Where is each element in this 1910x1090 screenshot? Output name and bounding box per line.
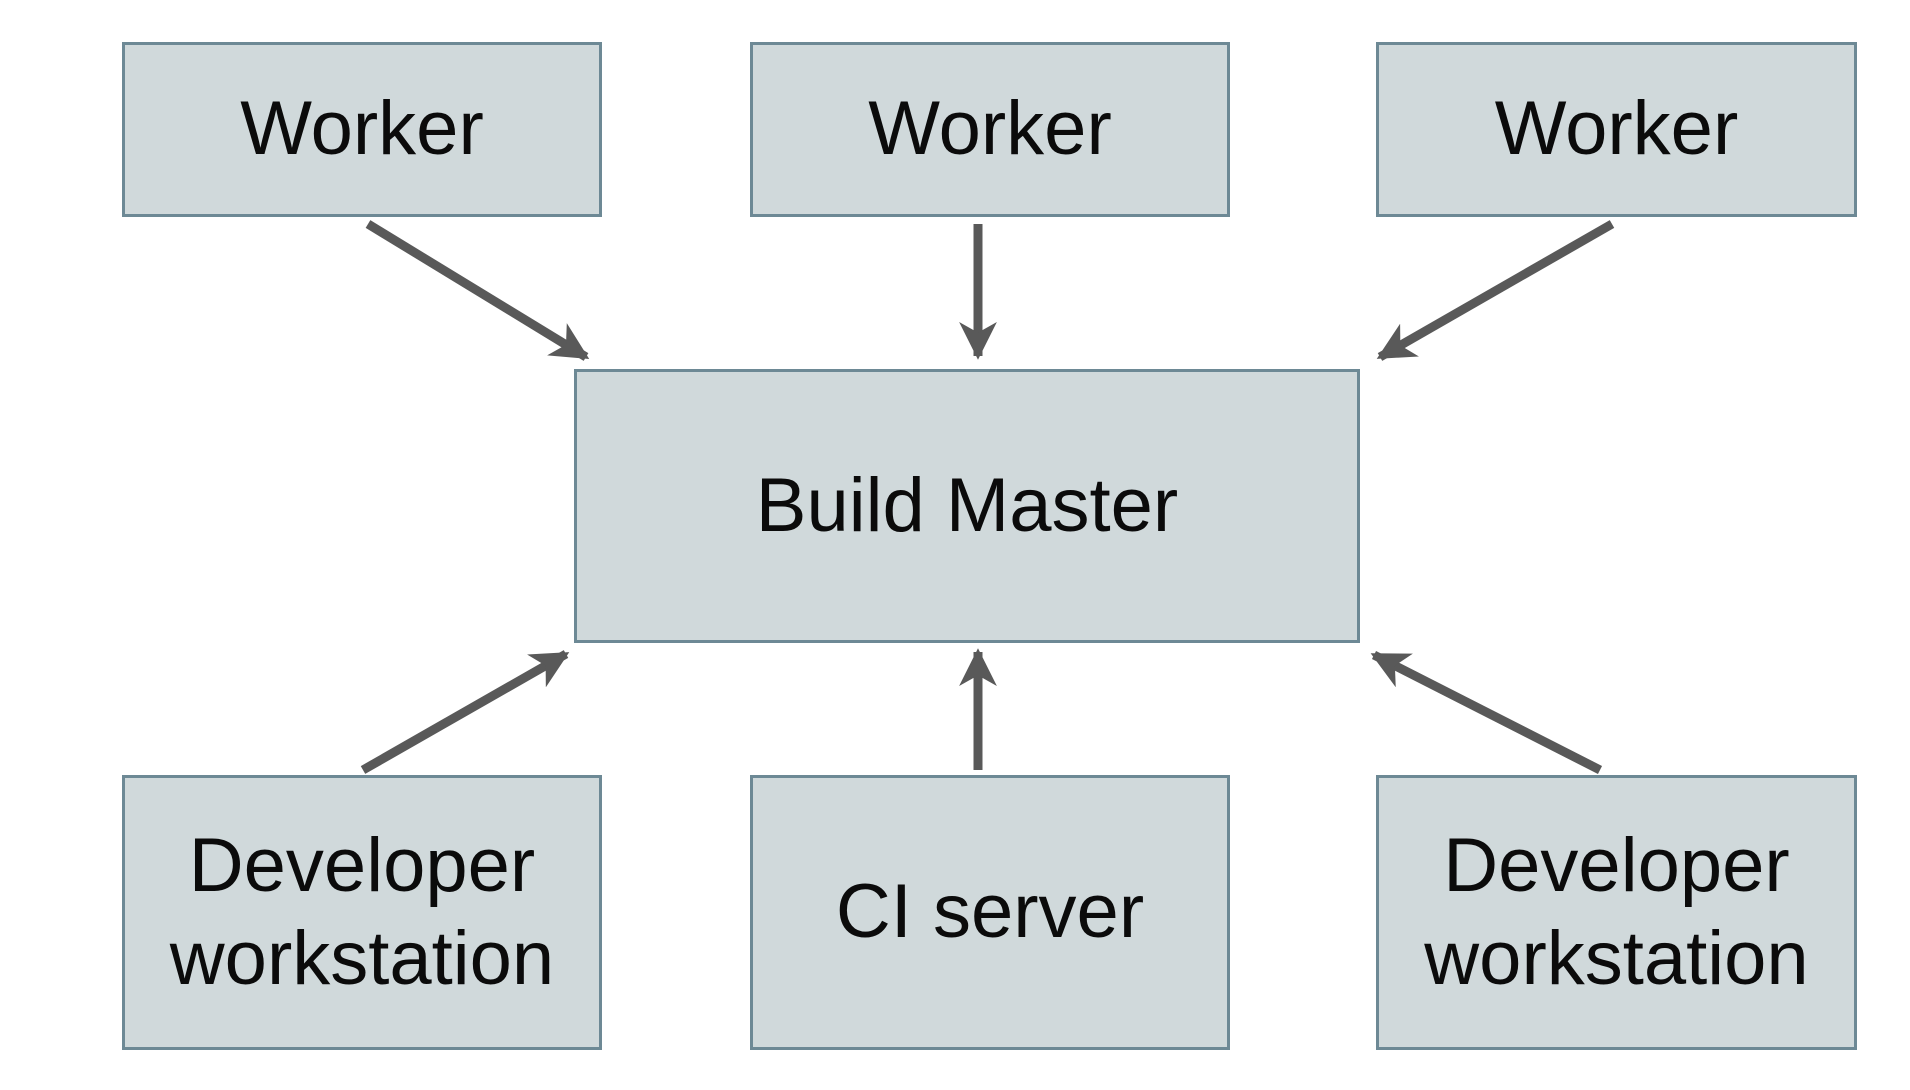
arrow-developer-workstation-left-to-build-master — [360, 650, 570, 774]
node-developer-workstation-left: Developer workstation — [122, 775, 602, 1050]
node-worker-1-label: Worker — [240, 86, 484, 172]
node-worker-2: Worker — [750, 42, 1230, 217]
node-worker-3: Worker — [1376, 42, 1857, 217]
node-build-master-label: Build Master — [755, 462, 1179, 548]
node-developer-workstation-right-label: Developer workstation — [1424, 822, 1809, 1001]
node-developer-workstation-left-label: Developer workstation — [169, 822, 555, 1001]
node-worker-3-label: Worker — [1494, 86, 1739, 172]
node-ci-server: CI server — [750, 775, 1230, 1050]
node-build-master: Build Master — [574, 369, 1360, 643]
node-worker-1: Worker — [122, 42, 602, 217]
node-worker-2-label: Worker — [868, 86, 1112, 172]
arrow-worker-3-to-build-master — [1376, 220, 1615, 361]
arrow-developer-workstation-right-to-build-master — [1370, 650, 1603, 775]
node-developer-workstation-right: Developer workstation — [1376, 775, 1857, 1050]
node-ci-server-label: CI server — [835, 869, 1145, 955]
arrow-worker-1-to-build-master — [365, 220, 590, 361]
